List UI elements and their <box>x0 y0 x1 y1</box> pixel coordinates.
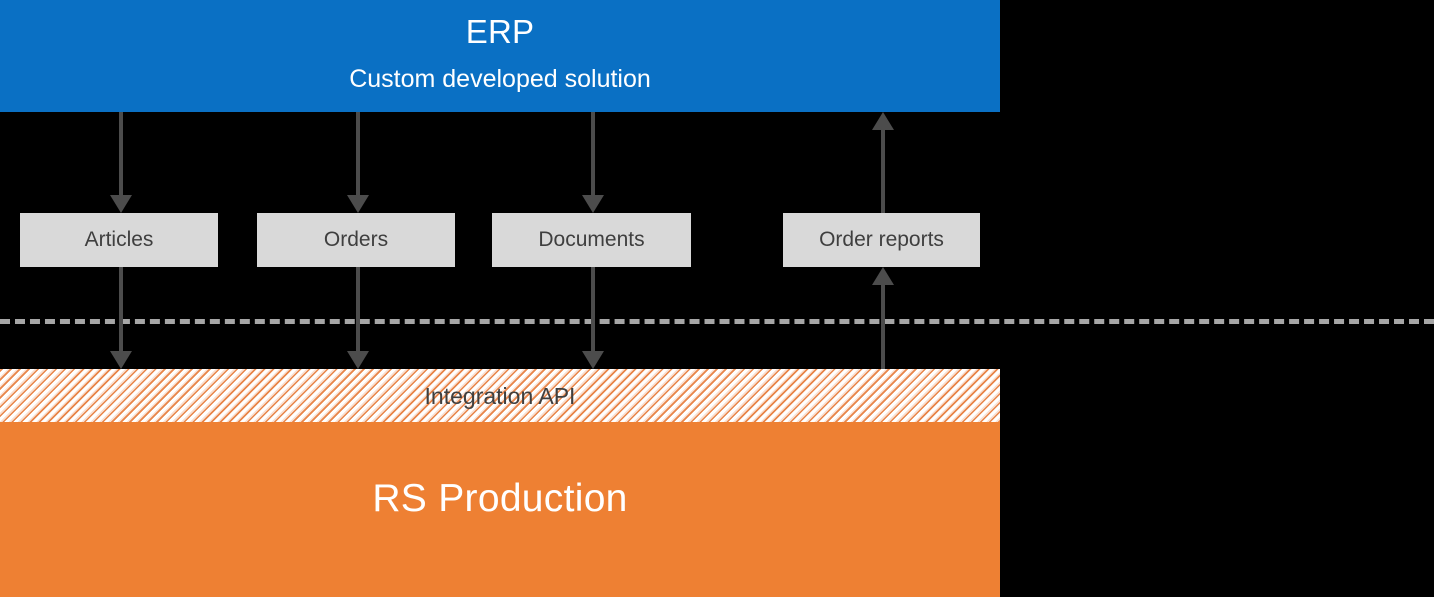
arrow-shaft <box>356 112 360 195</box>
entity-label: Documents <box>538 228 645 251</box>
entity-box-order-reports[interactable]: Order reports <box>783 213 980 267</box>
entity-box-articles[interactable]: Articles <box>20 213 218 267</box>
system-boundary-divider <box>0 319 1434 324</box>
arrow-head-down-icon <box>110 351 132 369</box>
integration-api-band[interactable]: Integration API <box>0 369 1000 422</box>
arrow-shaft <box>591 112 595 195</box>
erp-band: ERP Custom developed solution <box>0 0 1000 112</box>
arrow-head-down-icon <box>110 195 132 213</box>
erp-subtitle: Custom developed solution <box>349 65 651 93</box>
arrow-shaft <box>119 267 123 351</box>
entity-label: Articles <box>84 228 154 251</box>
entity-box-orders[interactable]: Orders <box>257 213 455 267</box>
integration-api-label: Integration API <box>424 382 576 409</box>
rs-production-band[interactable]: RS Production <box>0 422 1000 597</box>
arrow-head-up-icon <box>872 267 894 285</box>
erp-title: ERP <box>465 13 535 50</box>
arrow-head-down-icon <box>347 351 369 369</box>
arrow-head-down-icon <box>347 195 369 213</box>
arrow-shaft <box>881 130 885 213</box>
arrow-shaft <box>881 285 885 369</box>
arrow-head-up-icon <box>872 112 894 130</box>
entity-label: Order reports <box>819 228 944 251</box>
arrow-head-down-icon <box>582 351 604 369</box>
arrow-shaft <box>119 112 123 195</box>
arrow-shaft <box>356 267 360 351</box>
rs-production-label: RS Production <box>372 476 628 520</box>
entity-label: Orders <box>323 228 389 251</box>
arrow-shaft <box>591 267 595 351</box>
entity-box-documents[interactable]: Documents <box>492 213 691 267</box>
arrow-head-down-icon <box>582 195 604 213</box>
